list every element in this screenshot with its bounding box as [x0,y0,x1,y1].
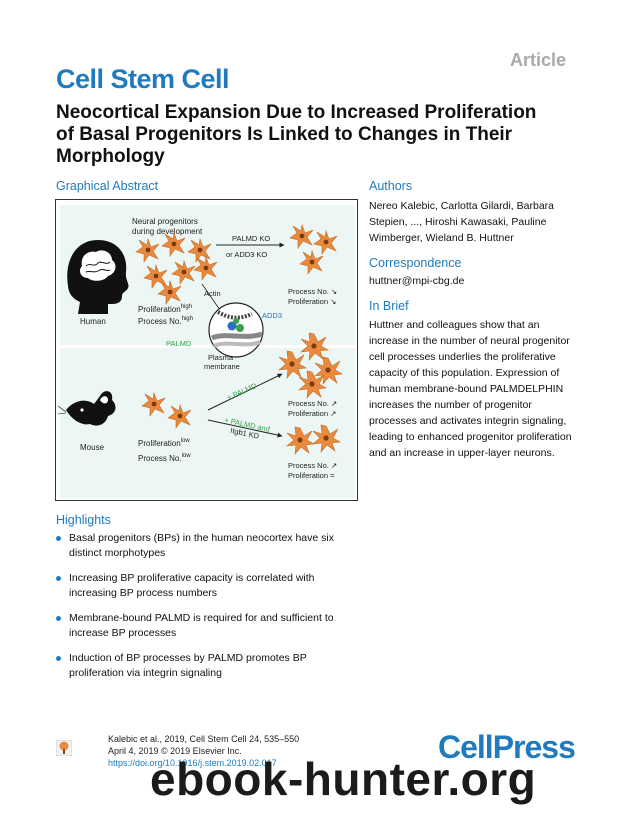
palmd-arrow [207,373,283,411]
citation-date: April 4, 2019 © 2019 Elsevier Inc. [108,746,242,756]
palmd-ko-label: PALMD KO [232,234,270,243]
up-process-label: Process No. ↗ [288,399,337,408]
highlight-item: Membrane-bound PALMD is required for and… [56,611,356,641]
membrane-label: membrane [204,362,240,371]
kd-process-label: Process No. ↗ [288,461,337,470]
citation: Kalebic et al., 2019, Cell Stem Cell 24,… [108,733,299,769]
mouse-process-label: Process No.low [138,453,191,463]
mouse-label: Mouse [80,443,105,452]
human-prolif-label: Proliferationhigh [138,304,192,314]
add3-ko-label: or ADD3 KO [226,250,267,259]
authors-heading: Authors [369,179,413,193]
ko-prolif-label: Proliferation ↘ [288,297,336,306]
doi-link[interactable]: https://doi.org/10.1016/j.stem.2019.02.0… [108,758,277,768]
article-title: Neocortical Expansion Due to Increased P… [56,102,537,167]
add3-label: ADD3 [262,311,282,320]
correspondence-email[interactable]: huttner@mpi-cbg.de [369,275,465,287]
correspondence-heading: Correspondence [369,256,462,270]
graphical-abstract-heading: Graphical Abstract [56,179,159,193]
article-tag: Article [509,50,566,70]
development-label: during development [132,227,203,236]
membrane-magnifier [201,283,264,358]
up-prolif-label: Proliferation ↗ [288,409,336,418]
in-brief-heading: In Brief [369,299,409,313]
neural-progenitors-label: Neural progenitors [132,217,198,226]
mouse-prolif-label: Proliferationlow [138,438,190,448]
highlight-item: Increasing BP proliferative capacity is … [56,571,356,601]
mouse-panel [60,348,355,498]
highlights-heading: Highlights [56,513,111,527]
human-process-label: Process No.high [138,316,193,326]
bullet-icon [56,576,61,581]
watermark: ebook-hunter.org [150,753,537,805]
human-label: Human [80,317,106,326]
journal-name[interactable]: Cell Stem Cell [56,64,230,94]
highlight-item: Induction of BP processes by PALMD promo… [56,651,356,681]
palmd-label: PALMD [166,339,192,348]
bullet-icon [56,536,61,541]
kd-prolif-label: Proliferation = [288,471,335,480]
ko-process-label: Process No. ↘ [288,287,337,296]
mouse-head-icon [57,391,116,426]
cellpress-logo[interactable]: CellPress [438,729,576,765]
bullet-icon [56,616,61,621]
elsevier-tree-icon [56,740,72,756]
in-brief-text: Huttner and colleagues show that an incr… [369,319,572,459]
highlights-list: Basal progenitors (BPs) in the human neo… [56,531,356,691]
authors-list[interactable]: Nereo Kalebic, Carlotta Gilardi, Barbara… [369,200,555,244]
human-head-icon [67,240,129,314]
palmd-itgb1-arrow [207,419,283,438]
plasma-label: Plasma [208,353,234,362]
actin-label: Actin [204,289,221,298]
bullet-icon [56,656,61,661]
highlight-item: Basal progenitors (BPs) in the human neo… [56,531,356,561]
citation-line: Kalebic et al., 2019, Cell Stem Cell 24,… [108,734,300,744]
graphical-abstract: Neural progenitors during development Hu… [55,199,358,501]
